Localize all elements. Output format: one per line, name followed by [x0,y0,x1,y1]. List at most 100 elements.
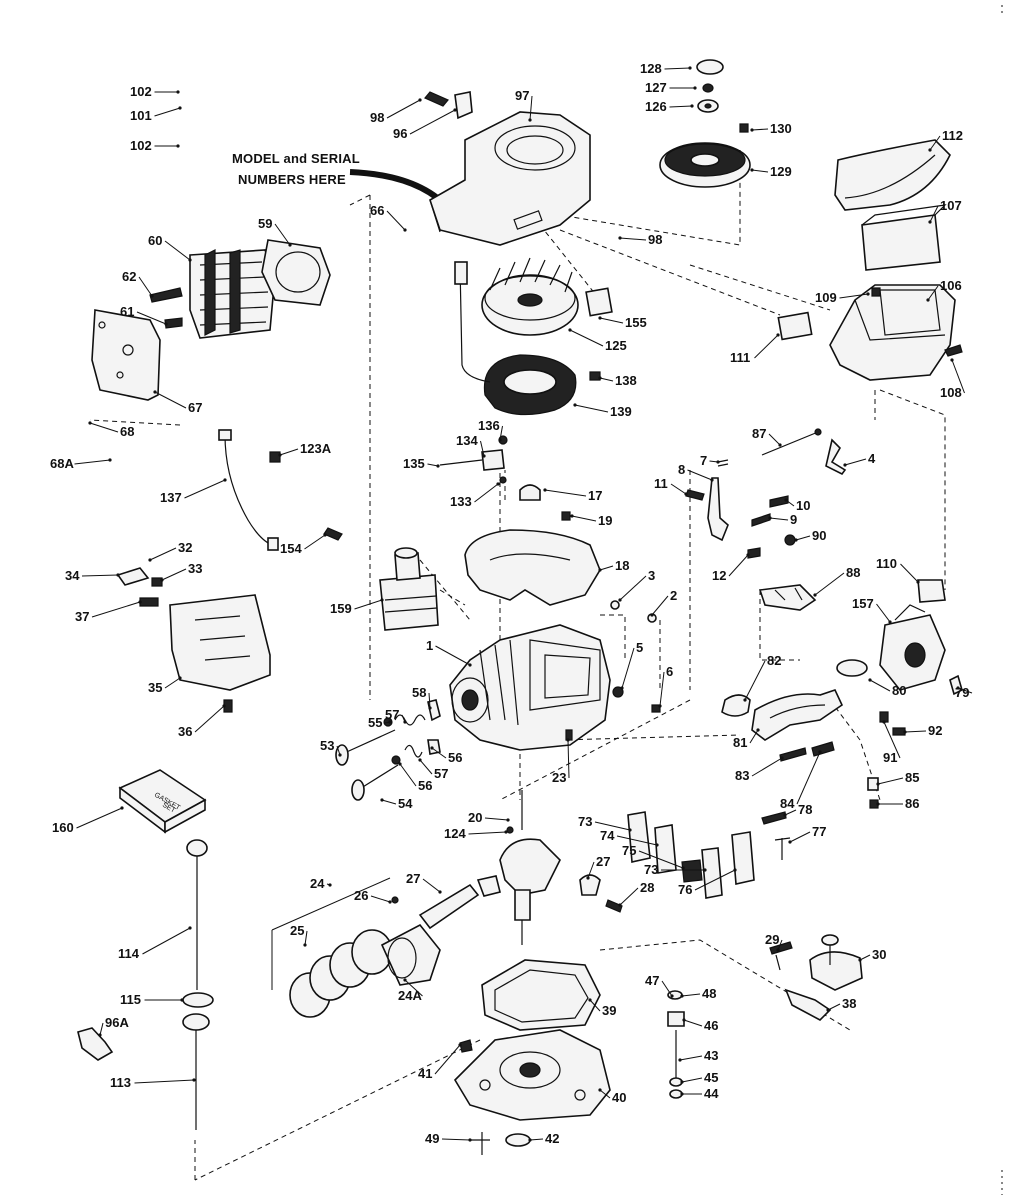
leader-tip-29 [776,948,780,952]
leader-line-9 [769,517,789,521]
leader-line-76 [694,869,736,891]
part-label-42: 42 [545,1131,559,1146]
leader-line-113 [134,1079,195,1084]
leader-line-157 [876,603,891,623]
part-label-17: 17 [588,488,602,503]
leader-tip-59 [288,243,292,247]
leader-line-106 [927,285,939,301]
leader-line-74 [616,835,658,846]
part-label-27: 27 [406,871,420,886]
leader-line-75 [638,850,684,869]
leader-line-79 [957,687,973,694]
flywheel [481,257,613,336]
leader-line-83 [751,757,783,777]
leader-line-123A [279,448,299,456]
leader-tip-107 [928,220,932,224]
part-label-79: 79 [955,685,969,700]
leader-tip-102 [176,90,180,94]
leader-tip-84 [818,750,822,754]
leader-tip-57b [418,758,422,762]
air-baffle [464,529,601,606]
valve-parts [335,699,441,801]
leader-line-61 [136,311,167,325]
part-label-57: 57 [385,707,399,722]
part-label-159: 159 [330,601,352,616]
leader-tip-3 [618,598,622,602]
part-label-32: 32 [178,540,192,555]
leader-tip-108 [950,358,954,362]
leader-tip-81 [756,728,760,732]
leader-tip-87 [778,443,782,447]
leader-line-49 [441,1138,471,1141]
leader-tip-40 [598,1088,602,1092]
leader-tip-17 [543,488,547,492]
part-label-115: 115 [120,992,141,1007]
leader-line-68 [89,422,119,433]
leader-tip-126 [690,104,694,108]
leader-tip-68 [88,421,92,425]
leader-tip-97 [528,118,532,122]
leader-tip-96A [98,1033,102,1037]
model-serial-callout: MODEL and SERIAL NUMBERS HERE [232,151,462,216]
ignition-module [439,435,508,484]
leader-tip-96 [453,108,457,112]
leader-line-130 [751,128,769,131]
leader-line-57b [419,759,433,775]
leader-line-108 [951,359,965,394]
leader-tip-55 [388,720,392,724]
part-label-53: 53 [320,738,334,753]
leader-line-47 [661,980,673,997]
leader-line-112 [929,135,941,151]
leader-tip-155 [598,316,602,320]
part-label-74: 74 [600,828,615,843]
leader-tip-114 [188,926,192,930]
part-label-98b: 98 [648,232,662,247]
leader-line-59 [274,223,291,246]
leader-line-133 [474,483,499,503]
part-label-23: 23 [552,770,566,785]
assembly-lines [89,150,946,1181]
part-label-43: 43 [704,1048,718,1063]
part-label-58: 58 [412,685,426,700]
part-label-92: 92 [928,723,942,738]
leader-tip-45 [680,1080,684,1084]
leader-line-160 [76,807,123,829]
part-label-41: 41 [418,1066,432,1081]
part-label-11: 11 [654,476,668,491]
leader-line-126 [669,105,693,108]
part-label-7: 7 [700,453,707,468]
leader-tip-57 [403,720,407,724]
leader-line-81 [749,729,759,744]
part-label-67: 67 [188,400,202,415]
leader-line-159 [354,599,383,610]
leader-line-58 [428,692,431,709]
leader-tip-39 [588,998,592,1002]
leader-tip-123A [278,453,282,457]
blower-housing [429,111,591,246]
leader-tip-86 [876,802,880,806]
part-label-78: 78 [798,802,812,817]
leader-tip-62 [150,294,154,298]
leader-tip-74 [655,843,659,847]
part-label-19: 19 [598,513,612,528]
leader-tip-53 [338,753,342,757]
leader-tip-125 [568,328,572,332]
leader-tip-27b [586,876,590,880]
sump-gasket [481,959,601,1031]
leader-tip-30 [858,958,862,962]
part-label-137: 137 [160,490,182,505]
leader-tip-23 [566,738,570,742]
leader-tip-138 [598,376,602,380]
leader-tip-49 [468,1138,472,1142]
leader-tip-101 [178,106,182,110]
leader-tip-79 [956,686,960,690]
part-label-56b: 56 [418,778,432,793]
leader-tip-34 [116,573,120,577]
part-label-111: 111 [730,350,750,365]
sump-base [453,1029,611,1155]
governor-linkage [519,428,847,559]
leader-tip-37 [138,600,142,604]
part-label-134: 134 [456,433,478,448]
leader-tip-130 [750,128,754,132]
